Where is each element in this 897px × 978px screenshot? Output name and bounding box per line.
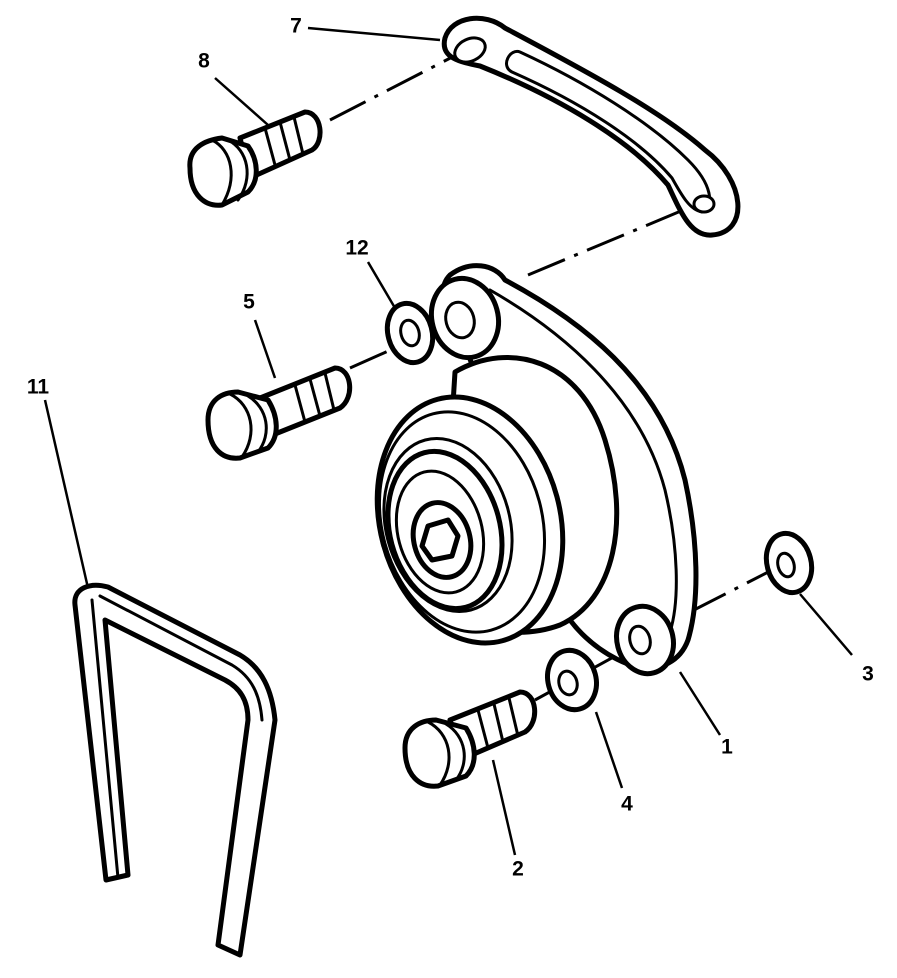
leader-4 (594, 711, 624, 789)
leader-lines (43, 26, 853, 856)
center-line-bolt-8 (329, 50, 463, 122)
washer-12 (384, 300, 436, 366)
center-line-slot (527, 201, 701, 277)
callout-5: 5 (243, 291, 255, 314)
tensioner-assembly (374, 263, 699, 677)
leader-3 (799, 593, 853, 656)
leader-7 (307, 26, 441, 42)
drive-belt (72, 582, 278, 958)
callout-8: 8 (198, 50, 210, 73)
leader-2 (491, 759, 517, 856)
callout-11: 11 (27, 376, 50, 399)
callout-4: 4 (621, 793, 633, 816)
callout-12: 12 (345, 237, 368, 260)
leader-5 (253, 319, 277, 379)
callout-1: 1 (721, 736, 733, 759)
bolt-upper (187, 109, 323, 208)
callout-7: 7 (290, 15, 302, 38)
washer-4 (545, 647, 599, 713)
callout-labels: 7 8 12 5 11 3 1 4 2 (27, 15, 874, 881)
adjusting-arm (441, 15, 741, 238)
leader-1 (678, 671, 722, 736)
leader-11 (43, 399, 90, 589)
washer-3 (763, 530, 815, 596)
callout-2: 2 (512, 858, 524, 881)
bolt-lower (402, 689, 538, 789)
leader-12 (366, 261, 397, 309)
bolt-middle (205, 365, 353, 461)
callout-3: 3 (862, 663, 874, 686)
leader-8 (214, 77, 269, 126)
